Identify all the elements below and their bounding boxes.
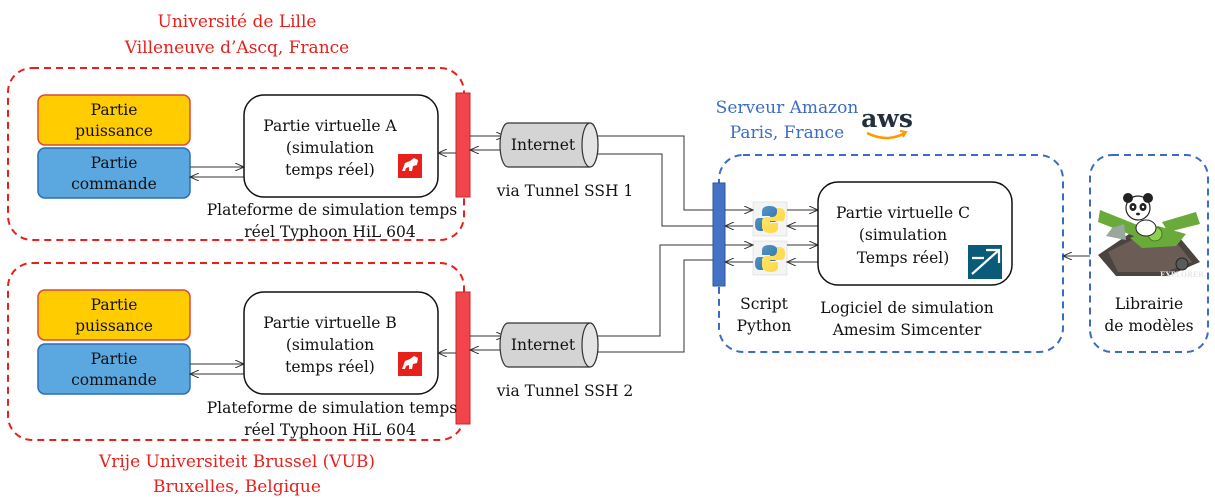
tunnel-2-line-b (598, 259, 713, 353)
lille-partie-puissance-line1: Partie (91, 101, 138, 119)
vub-red-connector-bar (455, 291, 471, 425)
vub-partie-puissance-line1: Partie (91, 296, 138, 314)
vub-partie-commande-line1: Partie (91, 350, 138, 368)
server-software-line1: Logiciel de simulation (820, 299, 994, 317)
panda-explorer-illustration-icon: EXPLORER (1098, 193, 1204, 279)
lille-platform-line1: Plateforme de simulation temps (207, 201, 458, 219)
lille-tunnel-label: via Tunnel SSH 1 (496, 182, 634, 200)
vub-partie-commande-line2: commande (71, 371, 157, 389)
server-internal-arrows (725, 210, 818, 262)
vub-partie-commande-box (37, 343, 191, 395)
svg-text:aws: aws (861, 104, 913, 133)
server-script-line2: Python (737, 317, 792, 335)
tunnel-2-line-a (598, 244, 713, 337)
lille-virtual-line2: (simulation (286, 139, 374, 157)
typhoon-hil-logo-icon (398, 352, 422, 376)
typhoon-hil-logo-icon (398, 154, 422, 178)
server-title-line2: Paris, France (730, 123, 845, 143)
lille-partie-commande-line2: commande (71, 175, 157, 193)
vub-virtual-line1: Partie virtuelle B (263, 314, 397, 332)
server-virtual-line1: Partie virtuelle C (836, 204, 970, 222)
tunnel-1-line-a (598, 135, 713, 211)
vub-virtual-b-box (243, 291, 439, 395)
lille-title-line1: Université de Lille (158, 12, 317, 32)
python-logo-icon (752, 201, 788, 237)
vub-platform-line1: Plateforme de simulation temps (207, 399, 458, 417)
server-virtual-c-box (817, 181, 1013, 286)
aws-logo: aws (861, 104, 913, 140)
vub-title-line2: Bruxelles, Belgique (153, 477, 321, 497)
vub-tunnel-label: via Tunnel SSH 2 (496, 382, 634, 400)
lille-partie-commande-line1: Partie (91, 154, 138, 172)
lille-platform-line2: réel Typhoon HiL 604 (244, 223, 416, 241)
lille-virtual-line3: temps réel) (285, 161, 375, 179)
server-blue-connector-bar (712, 182, 726, 287)
vub-partie-puissance-line2: puissance (75, 317, 153, 335)
library-label-line1: Librairie (1115, 295, 1183, 313)
server-title-line1: Serveur Amazon (716, 98, 859, 118)
vub-virtual-line3: temps réel) (285, 358, 375, 376)
vub-title-line1: Vrije Universiteit Brussel (VUB) (98, 452, 375, 472)
library-label-line2: de modèles (1104, 317, 1193, 335)
library-boundary (1089, 154, 1209, 353)
server-virtual-line3: Temps réel) (857, 249, 950, 267)
lille-virtual-a-box (243, 94, 439, 198)
vub-internet-cylinder (499, 322, 599, 368)
ssh-tunnel-lines (598, 135, 713, 353)
vub-partie-puissance-box (37, 289, 191, 341)
lille-partie-puissance-box (37, 94, 191, 146)
server-virtual-line2: (simulation (859, 226, 947, 244)
tunnel-1-line-b (598, 153, 713, 227)
lille-internet-cylinder (499, 122, 599, 168)
vub-platform-line2: réel Typhoon HiL 604 (244, 421, 416, 439)
lille-title-line2: Villeneuve d’Ascq, France (124, 38, 349, 58)
lille-virtual-line1: Partie virtuelle A (263, 117, 397, 135)
vub-virtual-line2: (simulation (286, 336, 374, 354)
lille-partie-puissance-line2: puissance (75, 122, 153, 140)
lille-internet-label: Internet (511, 136, 576, 154)
server-script-line1: Script (740, 295, 789, 313)
vub-internet-label: Internet (511, 336, 576, 354)
lille-red-connector-bar (455, 92, 471, 198)
python-logo-icon (752, 240, 788, 276)
server-software-line2: Amesim Simcenter (832, 321, 982, 339)
svg-text:EXPLORER: EXPLORER (1160, 270, 1204, 279)
amesim-logo-icon (968, 245, 1002, 279)
